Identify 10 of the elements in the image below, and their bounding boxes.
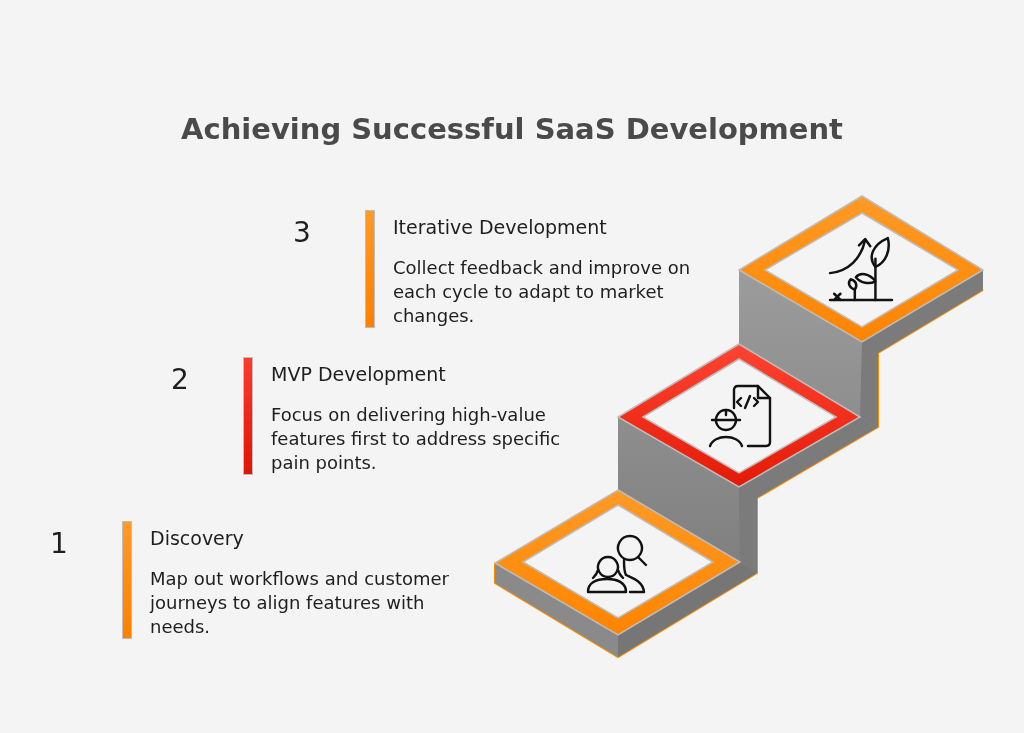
step-description: Collect feedback and improve on each cycle to adapt to market changes. [393,256,692,328]
step-number: 1 [50,527,68,561]
step-number: 3 [293,216,311,250]
step-description: Map out workflows and customer journeys to align features with needs. [150,567,450,639]
step-heading: Discovery [150,526,244,551]
step-heading: Iterative Development [393,215,607,240]
title: Achieving Successful SaaS Development [180,112,844,146]
step-number: 2 [171,363,189,397]
step-heading: MVP Development [271,362,446,387]
step-description: Focus on delivering high-value features first to address specific pain points. [271,403,562,475]
